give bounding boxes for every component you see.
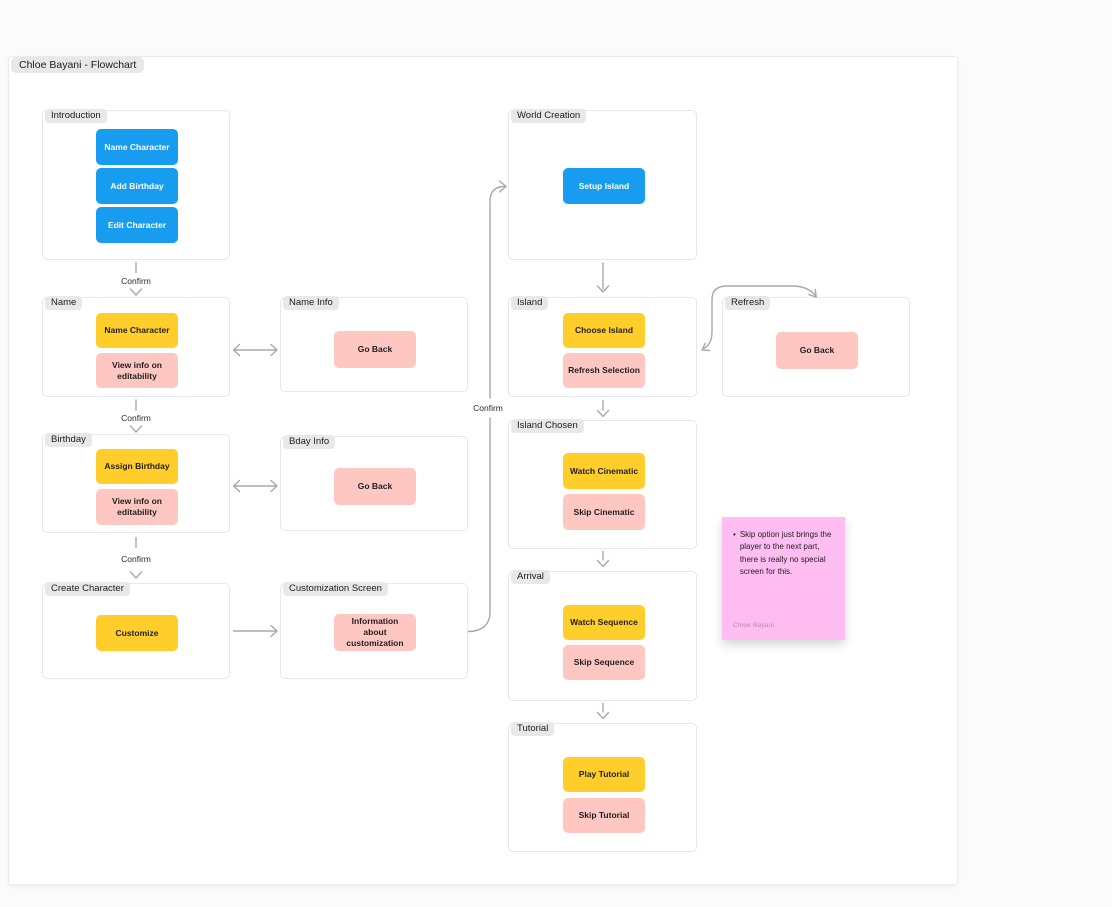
- section-arrival[interactable]: Arrival Watch Sequence Skip Sequence: [508, 570, 697, 701]
- btn-name-character[interactable]: Name Character: [96, 129, 178, 165]
- section-customization-screen[interactable]: Customization Screen Information about c…: [280, 582, 468, 679]
- btn-go-back[interactable]: Go Back: [334, 468, 416, 505]
- connector-label-confirm[interactable]: Confirm: [118, 413, 154, 423]
- section-label-island[interactable]: Island: [511, 296, 549, 310]
- btn-setup-island[interactable]: Setup Island: [563, 168, 645, 204]
- sticky-note-bullet-text: Skip option just brings the player to th…: [739, 530, 832, 576]
- section-world-creation[interactable]: World Creation Setup Island: [508, 109, 697, 260]
- connector-label-confirm[interactable]: Confirm: [118, 276, 154, 286]
- btn-play-tutorial[interactable]: Play Tutorial: [563, 757, 645, 792]
- btn-choose-island[interactable]: Choose Island: [563, 313, 645, 348]
- section-label-refresh[interactable]: Refresh: [725, 296, 771, 310]
- connector-label-confirm[interactable]: Confirm: [118, 554, 154, 564]
- btn-skip-cinematic[interactable]: Skip Cinematic: [563, 494, 645, 530]
- btn-name-character[interactable]: Name Character: [96, 313, 178, 348]
- section-create-character[interactable]: Create Character Customize: [42, 582, 230, 679]
- btn-go-back[interactable]: Go Back: [334, 331, 416, 368]
- btn-view-info-editability[interactable]: View info on editability: [96, 353, 178, 388]
- sticky-note-text: • Skip option just brings the player to …: [722, 517, 845, 578]
- btn-customize[interactable]: Customize: [96, 615, 178, 651]
- btn-skip-tutorial[interactable]: Skip Tutorial: [563, 798, 645, 833]
- section-name-info[interactable]: Name Info Go Back: [280, 296, 468, 392]
- section-label-arrival[interactable]: Arrival: [511, 570, 550, 584]
- section-label-name[interactable]: Name: [45, 296, 83, 310]
- section-island[interactable]: Island Choose Island Refresh Selection: [508, 296, 697, 397]
- section-island-chosen[interactable]: Island Chosen Watch Cinematic Skip Cinem…: [508, 419, 697, 549]
- bullet-marker: •: [733, 530, 736, 539]
- section-label-island-chosen[interactable]: Island Chosen: [511, 419, 584, 433]
- section-label-bday-info[interactable]: Bday Info: [283, 435, 336, 449]
- btn-skip-sequence[interactable]: Skip Sequence: [563, 645, 645, 680]
- section-label-create-character[interactable]: Create Character: [45, 582, 130, 596]
- section-label-birthday[interactable]: Birthday: [45, 433, 92, 447]
- connector-label-confirm[interactable]: Confirm: [470, 403, 506, 413]
- sticky-note-author: Chloe Bayani: [733, 622, 775, 629]
- btn-watch-sequence[interactable]: Watch Sequence: [563, 605, 645, 640]
- btn-go-back[interactable]: Go Back: [776, 332, 858, 369]
- flowchart-title-tag[interactable]: Chloe Bayani - Flowchart: [11, 57, 145, 73]
- btn-add-birthday[interactable]: Add Birthday: [96, 168, 178, 204]
- section-birthday[interactable]: Birthday Assign Birthday View info on ed…: [42, 433, 230, 533]
- section-bday-info[interactable]: Bday Info Go Back: [280, 435, 468, 531]
- section-refresh[interactable]: Refresh Go Back: [722, 296, 910, 397]
- btn-watch-cinematic[interactable]: Watch Cinematic: [563, 453, 645, 489]
- section-label-tutorial[interactable]: Tutorial: [511, 722, 555, 736]
- sticky-note[interactable]: • Skip option just brings the player to …: [722, 517, 845, 640]
- btn-refresh-selection[interactable]: Refresh Selection: [563, 353, 645, 388]
- section-tutorial[interactable]: Tutorial Play Tutorial Skip Tutorial: [508, 722, 697, 852]
- btn-information-about-customization[interactable]: Information about customization: [334, 614, 416, 651]
- section-label-customization-screen[interactable]: Customization Screen: [283, 582, 388, 596]
- section-introduction[interactable]: Introduction Name Character Add Birthday…: [42, 109, 230, 260]
- btn-assign-birthday[interactable]: Assign Birthday: [96, 449, 178, 484]
- btn-view-info-editability[interactable]: View info on editability: [96, 489, 178, 525]
- section-name[interactable]: Name Name Character View info on editabi…: [42, 296, 230, 397]
- section-label-world-creation[interactable]: World Creation: [511, 109, 587, 123]
- btn-edit-character[interactable]: Edit Character: [96, 207, 178, 243]
- section-label-name-info[interactable]: Name Info: [283, 296, 339, 310]
- section-label-introduction[interactable]: Introduction: [45, 109, 107, 123]
